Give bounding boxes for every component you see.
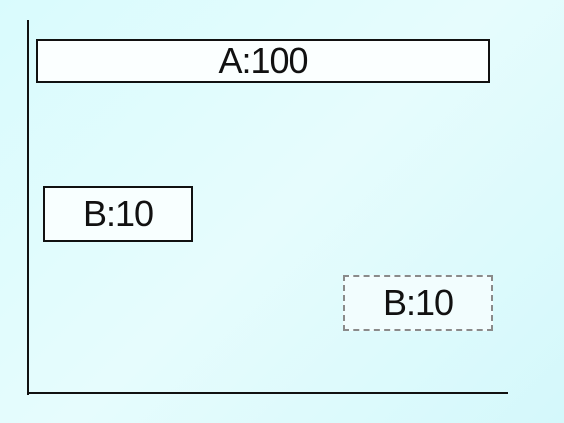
vertical-axis-line (27, 20, 29, 395)
box-a-100: A:100 (36, 39, 490, 83)
box-b-dashed-label: B:10 (382, 282, 454, 323)
horizontal-axis-line (27, 392, 508, 394)
box-b-10-solid: B:10 (43, 186, 193, 242)
box-a-label: A:100 (218, 40, 308, 81)
box-b-10-dashed: B:10 (343, 275, 493, 331)
box-b-solid-label: B:10 (82, 193, 154, 234)
